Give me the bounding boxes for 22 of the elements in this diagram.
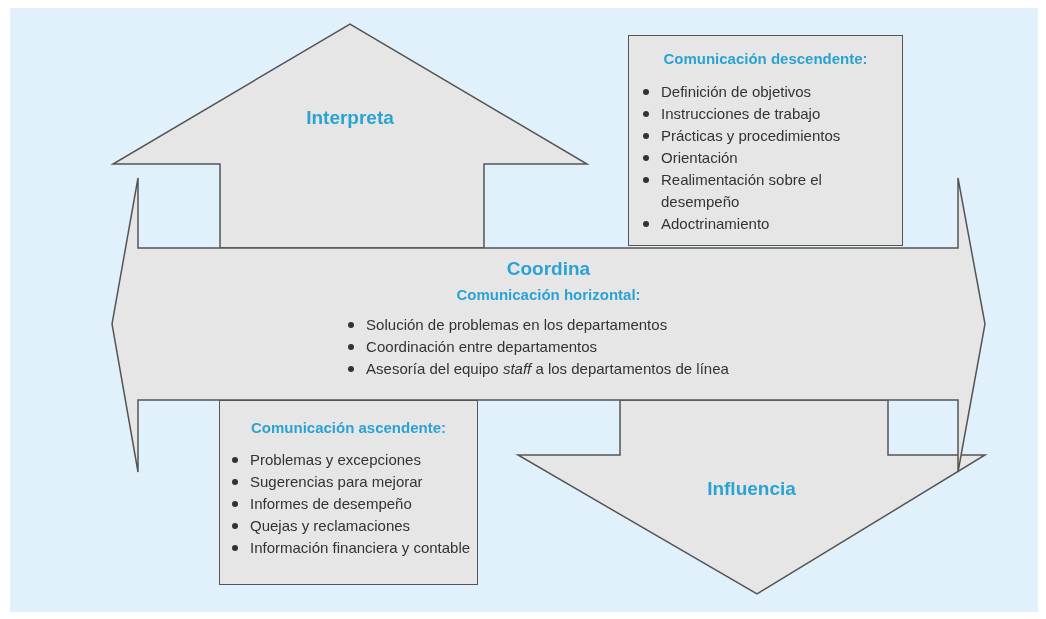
info-panel bbox=[628, 35, 903, 246]
list-item: Problemas y excepciones bbox=[250, 450, 421, 470]
info-panel bbox=[219, 400, 478, 585]
section-heading: Interpreta bbox=[306, 106, 394, 130]
section-heading: Comunicación descendente: bbox=[662, 49, 869, 69]
list-item: Coordinación entre departamentos bbox=[366, 337, 598, 357]
list-item: Sugerencias para mejorar bbox=[250, 472, 423, 492]
list-item: Realimentación sobre el desempeño bbox=[661, 170, 823, 212]
list-item: Instrucciones de trabajo bbox=[661, 104, 821, 124]
list-item: Solución de problemas en los departamentos bbox=[366, 315, 668, 335]
list-item: Adoctrinamiento bbox=[661, 214, 770, 234]
list-item: Informes de desempeño bbox=[250, 494, 412, 514]
section-heading: Influencia bbox=[707, 477, 796, 501]
list-item: Prácticas y procedimientos bbox=[661, 126, 841, 146]
list-item: Asesoría del equipo staff a los departamentos de línea bbox=[366, 359, 729, 379]
list-item: Orientación bbox=[661, 148, 738, 168]
section-heading: Coordina bbox=[506, 257, 591, 281]
list-item: Definición de objetivos bbox=[661, 82, 812, 102]
section-heading: Comunicación ascendente: bbox=[249, 418, 447, 438]
list-item: Información financiera y contable bbox=[250, 538, 471, 558]
section-heading: Comunicación horizontal: bbox=[456, 285, 641, 305]
list-item: Quejas y reclamaciones bbox=[250, 516, 411, 536]
